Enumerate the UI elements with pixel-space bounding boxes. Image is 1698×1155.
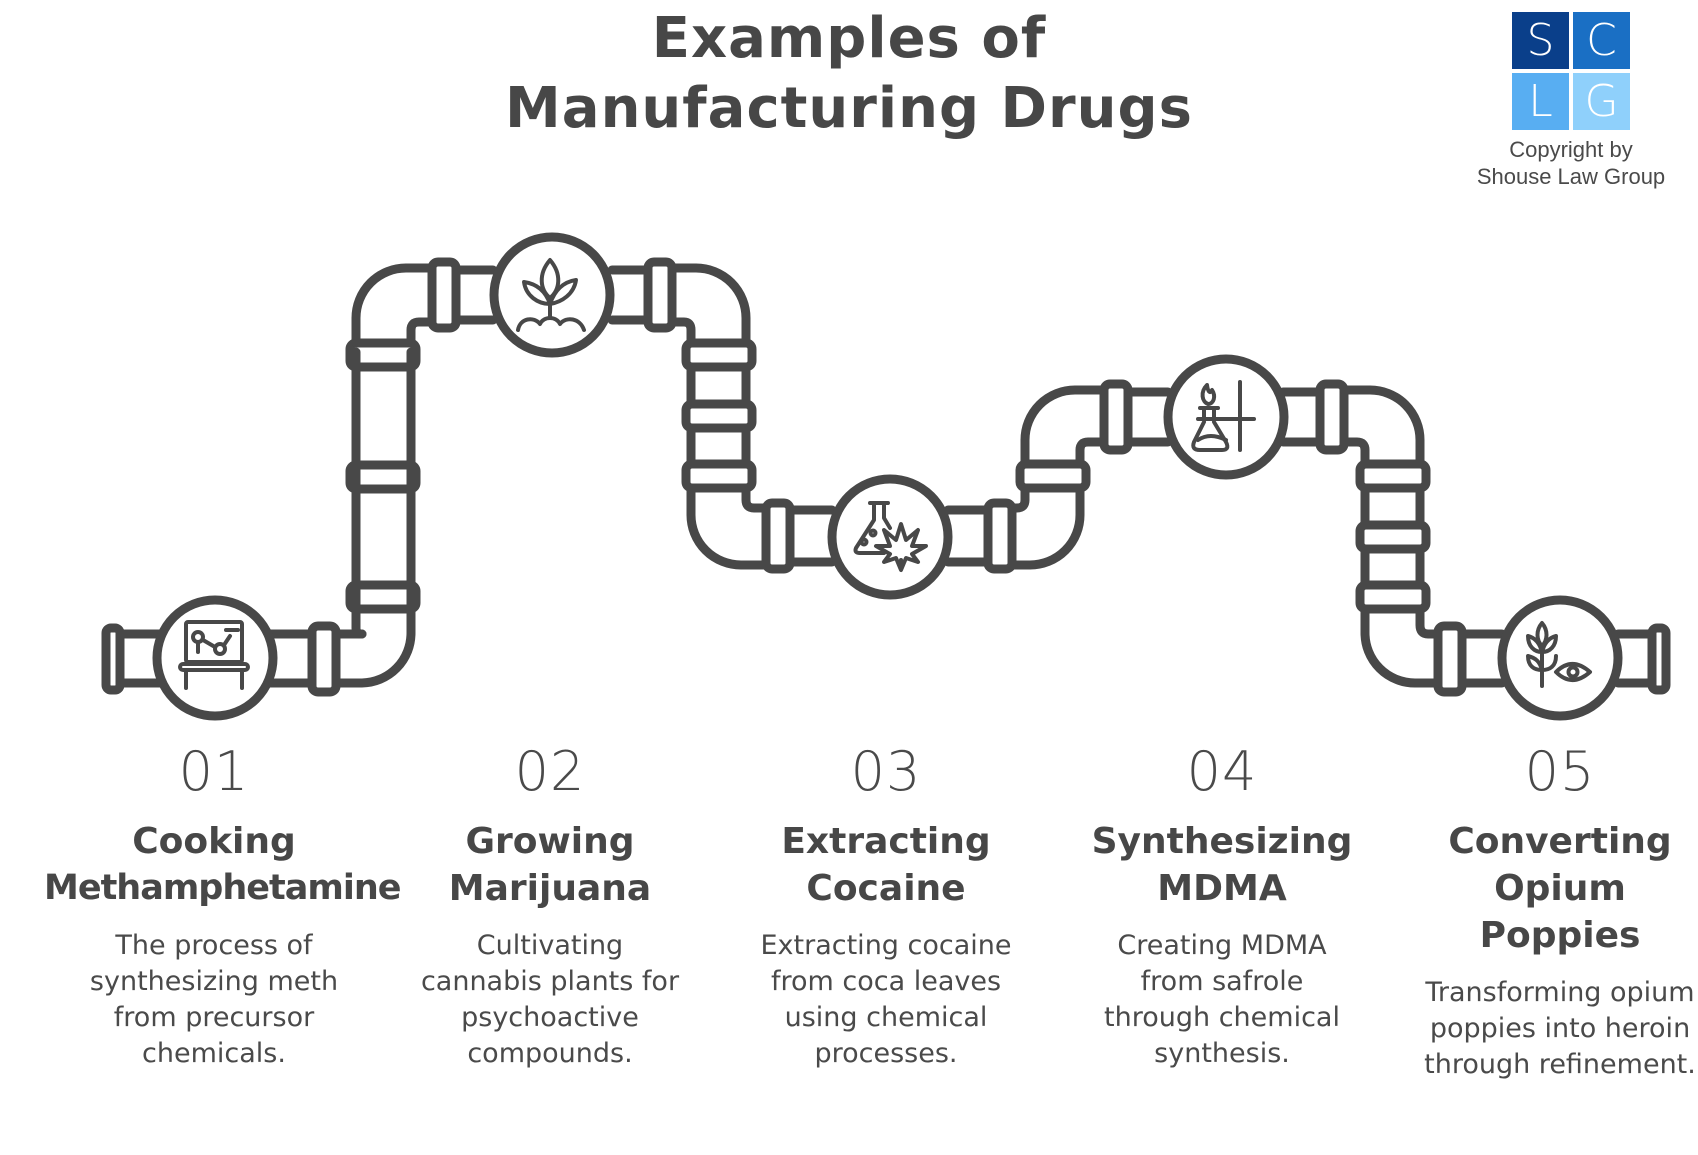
plant-eye-icon: [1526, 621, 1592, 688]
step-title-line: Synthesizing: [1091, 821, 1353, 862]
step-title: Cooking Methamphetamine: [44, 818, 401, 912]
step-title-line: Opium: [1494, 868, 1626, 909]
step-title: Synthesizing MDMA: [1052, 818, 1392, 912]
pipe-segment-3: [686, 459, 1091, 574]
step-description-text: Cultivating cannabis plants for psychoac…: [420, 930, 680, 1069]
step-title-line: Cocaine: [806, 868, 966, 909]
step-description-text: Creating MDMA from safrole through chemi…: [1104, 930, 1340, 1069]
step-number: 02: [514, 740, 586, 803]
pipe-segment-2: [351, 257, 757, 493]
pipe-segment-1: [101, 338, 421, 697]
pipe-segment-4: [1020, 379, 1431, 614]
step-number: 03: [850, 740, 922, 803]
step-1-circle: [152, 595, 278, 721]
sprouting-plant-icon: [516, 258, 586, 332]
step-description: Extracting cocaine from coca leaves usin…: [716, 928, 1056, 1072]
step-title-line: Methamphetamine: [44, 868, 401, 908]
logo-tile-c: C: [1573, 12, 1630, 69]
bunsen-burner-flask-icon: [1191, 380, 1256, 452]
step-number: 05: [1524, 740, 1596, 803]
step-title-line: Extracting: [781, 821, 991, 862]
step-description: Cultivating cannabis plants for psychoac…: [380, 928, 720, 1072]
step-2: 02 Growing Marijuana Cultivating cannabi…: [380, 740, 720, 1072]
step-description-text: Extracting cocaine from coca leaves usin…: [760, 930, 1012, 1069]
pipe-segment-5: [1360, 604, 1671, 697]
step-title: Converting Opium Poppies: [1390, 818, 1698, 959]
step-title-line: Converting: [1448, 821, 1672, 862]
flask-leaf-icon: [853, 501, 928, 572]
logo-tile-l: L: [1512, 73, 1569, 130]
page-title: Examples of Manufacturing Drugs: [0, 4, 1698, 144]
step-title-line: Poppies: [1479, 915, 1641, 956]
step-title-line: Growing: [465, 821, 635, 862]
step-title: Extracting Cocaine: [716, 818, 1056, 912]
lab-bench-molecule-icon: [178, 620, 250, 690]
step-4: 04 Synthesizing MDMA Creating MDMA from …: [1052, 740, 1392, 1072]
logo-tile-g: G: [1573, 73, 1630, 130]
step-title-line: MDMA: [1157, 868, 1287, 909]
step-title-line: Cooking: [132, 821, 296, 862]
step-title: Growing Marijuana: [380, 818, 720, 912]
step-5: 05 Converting Opium Poppies Transforming…: [1390, 740, 1698, 1083]
copyright-line-1: Copyright by: [1509, 137, 1633, 162]
step-description-text: The process of synthesizing meth from pr…: [89, 930, 339, 1069]
step-3: 03 Extracting Cocaine Extracting cocaine…: [716, 740, 1056, 1072]
step-5-circle: [1497, 595, 1623, 721]
step-title-line: Marijuana: [448, 868, 652, 909]
step-description-text: Transforming opium poppies into heroin t…: [1424, 977, 1696, 1080]
copyright-line-2: Shouse Law Group: [1476, 164, 1666, 189]
step-number: 01: [178, 740, 250, 803]
step-description: The process of synthesizing meth from pr…: [44, 928, 384, 1072]
step-1: 01 Cooking Methamphetamine The process o…: [44, 740, 401, 1072]
step-number: 04: [1186, 740, 1258, 803]
copyright-notice: Copyright by Shouse Law Group: [1460, 136, 1682, 190]
step-description: Transforming opium poppies into heroin t…: [1390, 975, 1698, 1083]
title-line-2: Manufacturing Drugs: [505, 76, 1193, 141]
logo-tile-s: S: [1512, 12, 1569, 69]
title-line-1: Examples of: [651, 6, 1047, 71]
sclg-logo: S C L G: [1512, 12, 1630, 136]
step-description: Creating MDMA from safrole through chemi…: [1052, 928, 1392, 1072]
